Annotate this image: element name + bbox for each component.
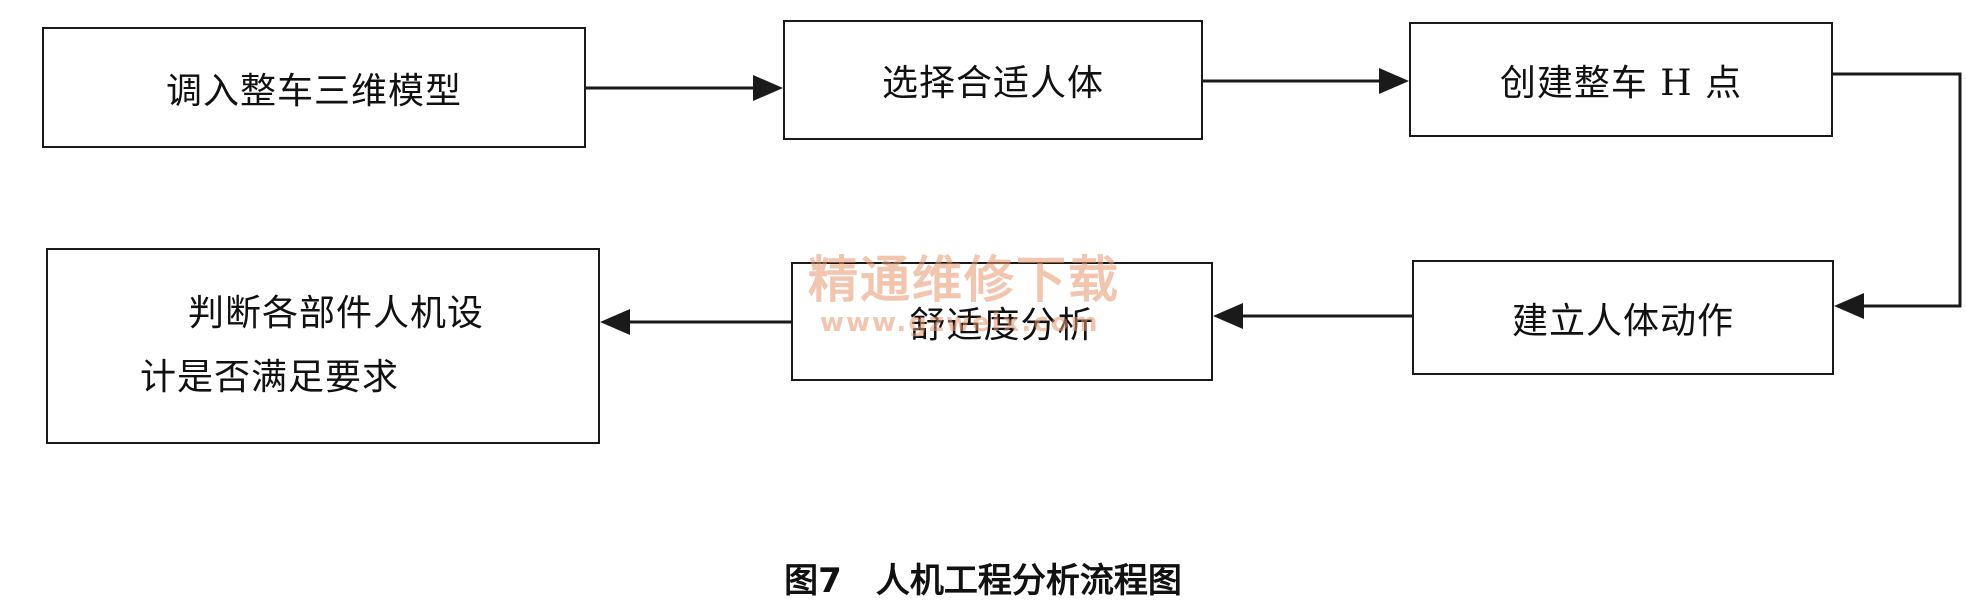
step-judge-design-requirements: 判断各部件人机设 计是否满足要求 xyxy=(46,248,600,444)
arrowhead-n1-n2 xyxy=(753,75,783,101)
edge-n3-n4 xyxy=(1833,72,1962,308)
arrowhead-n5-n6 xyxy=(600,309,630,335)
step-select-human-model: 选择合适人体 xyxy=(783,20,1203,140)
step-build-human-posture-label: 建立人体动作 xyxy=(1511,300,1734,342)
step-create-h-point-label: 创建整车 H 点 xyxy=(1499,62,1743,104)
step-judge-design-requirements-line1: 判断各部件人机设 xyxy=(188,293,485,334)
figure-caption: 图7 人机工程分析流程图 xyxy=(784,561,1182,601)
arrowhead-n2-n3 xyxy=(1379,68,1409,94)
step-build-human-posture: 建立人体动作 xyxy=(1412,260,1834,375)
step-import-vehicle-model: 调入整车三维模型 xyxy=(42,27,586,148)
arrowhead-n4-n5 xyxy=(1213,303,1243,329)
arrowhead-n3-n4 xyxy=(1834,293,1864,319)
step-comfort-analysis: 舒适度分析 xyxy=(791,262,1213,381)
step-judge-design-requirements-line2: 计是否满足要求 xyxy=(140,357,400,398)
step-comfort-analysis-label: 舒适度分析 xyxy=(909,304,1095,346)
step-create-h-point: 创建整车 H 点 xyxy=(1409,22,1833,137)
step-select-human-model-label: 选择合适人体 xyxy=(881,63,1104,104)
step-import-vehicle-model-label: 调入整车三维模型 xyxy=(165,70,462,112)
